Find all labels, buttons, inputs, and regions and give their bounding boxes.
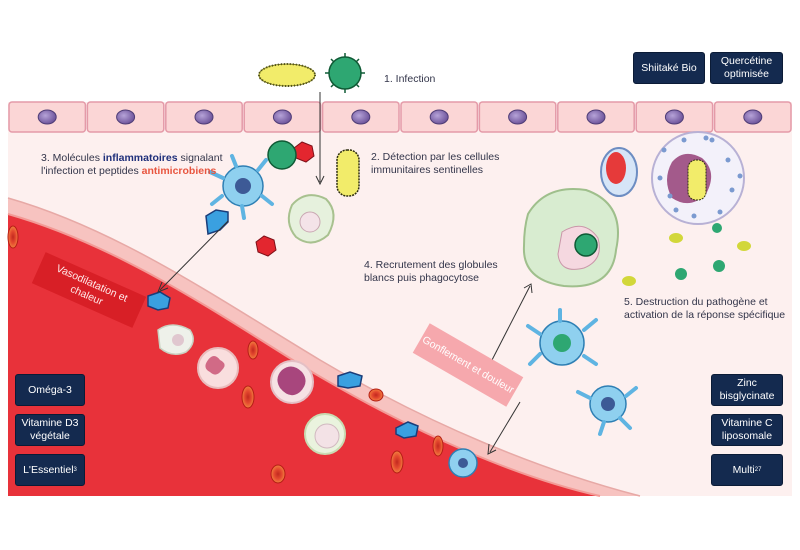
red-debris <box>255 235 277 257</box>
dendritic-cells-right <box>448 308 638 478</box>
epithelial-nucleus <box>508 109 528 125</box>
label-step-infection: 1. Infection <box>384 73 436 85</box>
epithelial-nucleus <box>586 109 606 125</box>
pathogen-sentinel <box>267 140 360 197</box>
molecules-prefix: 3. Molécules <box>41 152 100 164</box>
keyword-antimicrobiens: antimicrobiens <box>141 165 217 177</box>
keyword-inflammatoires: inflammatoires <box>102 152 178 164</box>
red-blood-cells <box>7 225 444 484</box>
epithelial-nucleus <box>272 109 292 125</box>
blood-vessel-lumen <box>8 214 600 496</box>
label-step-molecules: 3. Molécules inflammatoires signalant l'… <box>41 152 231 178</box>
label-step-detection: 2. Détection par les cellules immunitair… <box>371 151 500 176</box>
granule <box>661 147 667 153</box>
product-badge-vitamine-c[interactable]: Vitamine C liposomale <box>711 414 783 446</box>
product-badge-omega3[interactable]: Oméga-3 <box>15 374 85 406</box>
plasma-cell <box>600 147 638 197</box>
granule <box>717 209 723 215</box>
epithelial-nucleus <box>664 109 684 125</box>
white-blood-cells <box>157 324 346 455</box>
dendritic-cell <box>208 154 274 220</box>
granule <box>729 187 735 193</box>
essentiel-label: L'Essentiel <box>23 463 74 476</box>
product-badge-quercetine[interactable]: Quercétine optimisée <box>710 52 783 84</box>
epithelium-layer <box>8 101 792 133</box>
multi-sup: 27 <box>754 466 762 473</box>
granule <box>737 173 743 179</box>
granule <box>691 213 697 219</box>
essentiel-sup: 3 <box>73 466 77 473</box>
granules <box>657 135 743 219</box>
epithelial-nucleus <box>37 109 57 125</box>
epithelial-nucleus <box>351 109 371 125</box>
granule <box>709 137 715 143</box>
bacteria-infection <box>258 53 365 93</box>
product-badge-vitamine-d3[interactable]: Vitamine D3 végétale <box>15 414 85 446</box>
granule <box>673 207 679 213</box>
granule <box>725 157 731 163</box>
blood-vessel-inner-edge <box>7 213 601 497</box>
antigen-blobs <box>147 209 419 439</box>
macrophage <box>287 194 335 244</box>
product-badge-zinc[interactable]: Zinc bisglycinate <box>711 374 783 406</box>
epithelial-nucleus <box>743 109 763 125</box>
blood-vessel-outer-edge <box>7 197 641 497</box>
molecules-middle: signalant l'infection et peptides <box>41 152 223 177</box>
granule <box>681 137 687 143</box>
granule <box>667 193 673 199</box>
product-badge-shiitake[interactable]: Shiitaké Bio <box>633 52 705 84</box>
label-step-destruction: 5. Destruction du pathogène et activatio… <box>624 296 786 321</box>
granule <box>703 135 709 141</box>
granule <box>657 175 663 181</box>
neutrophil-granules <box>651 131 745 225</box>
epithelial-nucleus <box>429 109 449 125</box>
epithelial-nucleus <box>116 109 136 125</box>
arrows <box>157 92 533 455</box>
macrophage-phagocytosis <box>522 188 619 288</box>
multi-label: Multi <box>732 463 755 476</box>
antigen-fragments <box>622 223 751 286</box>
label-step-recruitment: 4. Recrutement des globules blancs puis … <box>364 259 498 284</box>
epithelial-nucleus <box>194 109 214 125</box>
